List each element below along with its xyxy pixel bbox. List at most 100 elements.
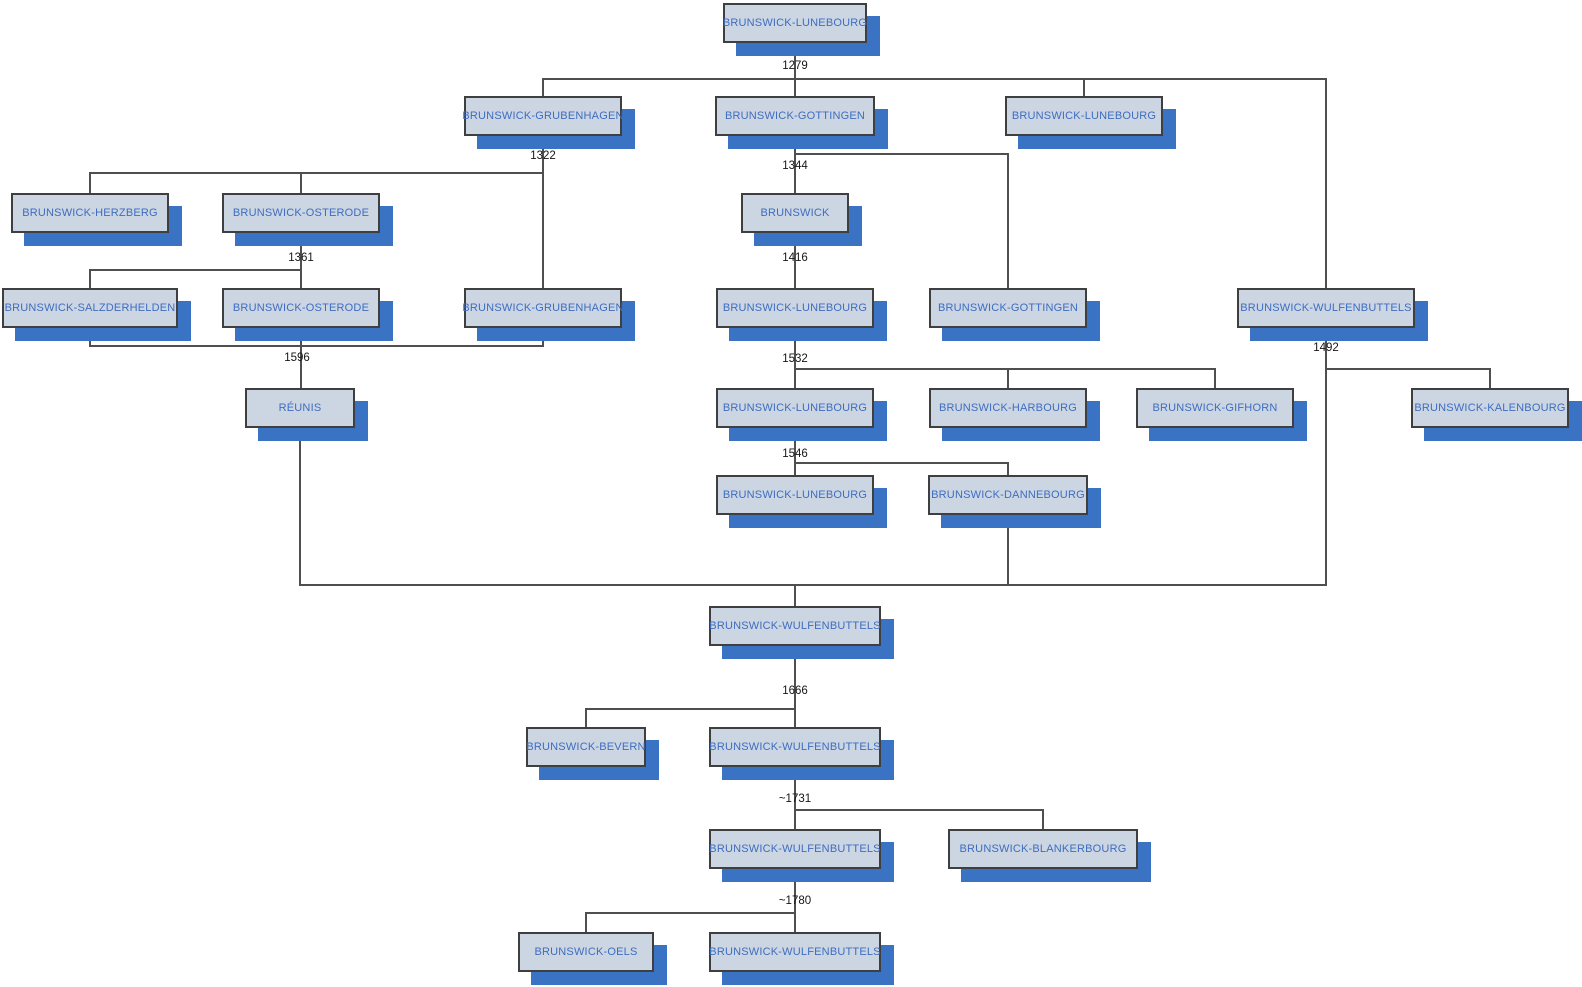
node-label: BRUNSWICK-LUNEBOURG [722, 302, 868, 314]
node-label: BRUNSWICK-OSTERODE [232, 302, 370, 314]
connector-line [542, 328, 544, 346]
connector-line [585, 708, 796, 710]
node-label: BRUNSWICK-LUNEBOURG [1011, 110, 1157, 122]
connector-line [585, 913, 587, 933]
connector-line [1083, 79, 1085, 96]
connector-line [300, 328, 302, 346]
connector-line [794, 810, 796, 829]
node-label: BRUNSWICK-LUNEBOURG [722, 17, 868, 29]
connector-line [794, 153, 1009, 155]
connector-line [299, 428, 301, 585]
connector-line [794, 233, 796, 288]
connector-line [794, 585, 796, 606]
connector-line [794, 767, 796, 810]
node-box-bevern-8[interactable]: BRUNSWICK-BEVERN [526, 727, 646, 767]
connector-line [1007, 154, 1009, 288]
connector-line [794, 369, 796, 388]
node-box-wulfenbuttels-8[interactable]: BRUNSWICK-WULFENBUTTELS [709, 727, 881, 767]
node-label: BRUNSWICK-DANNEBOURG [931, 489, 1085, 501]
node-label: BRUNSWICK-LUNEBOURG [722, 402, 868, 414]
connector-line [300, 173, 302, 193]
node-label: BRUNSWICK-WULFENBUTTELS [709, 741, 881, 753]
node-box-gifhorn-5[interactable]: BRUNSWICK-GIFHORN [1136, 388, 1294, 428]
connector-line [794, 428, 796, 463]
connector-line [89, 173, 91, 193]
node-box-lunebourg-6[interactable]: BRUNSWICK-LUNEBOURG [716, 475, 874, 515]
node-box-osterode-3[interactable]: BRUNSWICK-OSTERODE [222, 193, 380, 233]
node-label: BRUNSWICK-SALZDERHELDEN [4, 302, 176, 314]
connector-line [1325, 79, 1327, 288]
node-box-wulfenbuttels-9[interactable]: BRUNSWICK-WULFENBUTTELS [709, 829, 881, 869]
node-box-wulfenbuttels-7[interactable]: BRUNSWICK-WULFENBUTTELS [709, 606, 881, 646]
node-label: BRUNSWICK-WULFENBUTTELS [1240, 302, 1412, 314]
node-label: BRUNSWICK-GIFHORN [1152, 402, 1278, 414]
connector-line [89, 328, 91, 346]
connector-line [89, 270, 91, 288]
node-box-wulfenbuttels-4[interactable]: BRUNSWICK-WULFENBUTTELS [1237, 288, 1415, 328]
connector-line [794, 709, 796, 727]
connector-line [542, 173, 544, 288]
connector-line [794, 154, 796, 193]
connector-line [794, 328, 796, 369]
connector-line [300, 233, 302, 270]
node-label: BRUNSWICK [760, 207, 830, 219]
connector-line [585, 912, 796, 914]
connector-line [89, 172, 544, 174]
node-box-lunebourg-2[interactable]: BRUNSWICK-LUNEBOURG [1005, 96, 1163, 136]
node-label: BRUNSWICK-HERZBERG [22, 207, 158, 219]
node-box-kalenbourg-5[interactable]: BRUNSWICK-KALENBOURG [1411, 388, 1569, 428]
node-box-oels-10[interactable]: BRUNSWICK-OELS [518, 932, 654, 972]
node-box-dannebourg-6[interactable]: BRUNSWICK-DANNEBOURG [928, 475, 1088, 515]
node-box-osterode-4[interactable]: BRUNSWICK-OSTERODE [222, 288, 380, 328]
node-box-lunebourg-1[interactable]: BRUNSWICK-LUNEBOURG [723, 3, 867, 43]
node-label: BRUNSWICK-OELS [534, 946, 638, 958]
year-label: 1416 [782, 252, 808, 264]
year-label: 1596 [284, 352, 310, 364]
year-label: 1546 [782, 448, 808, 460]
node-box-grubenhagen-2[interactable]: BRUNSWICK-GRUBENHAGEN [462, 96, 623, 136]
year-label: ~1780 [778, 895, 812, 907]
year-label: 1532 [782, 353, 808, 365]
node-box-salzderhelden-4[interactable]: BRUNSWICK-SALZDERHELDEN [2, 288, 178, 328]
year-label: 1666 [782, 685, 808, 697]
connector-line [1325, 328, 1327, 585]
connector-line [542, 79, 544, 96]
node-label: BRUNSWICK-WULFENBUTTELS [709, 946, 881, 958]
node-box-gottingen-4[interactable]: BRUNSWICK-GOTTINGEN [929, 288, 1087, 328]
node-box-grubenhagen-4[interactable]: BRUNSWICK-GRUBENHAGEN [462, 288, 624, 328]
node-box-brunswick-3[interactable]: BRUNSWICK [741, 193, 849, 233]
connector-line [794, 462, 1009, 464]
node-label: BRUNSWICK-BLANKERBOURG [959, 843, 1127, 855]
connector-line [542, 78, 1327, 80]
year-label: 1361 [288, 252, 314, 264]
node-box-gottingen-2[interactable]: BRUNSWICK-GOTTINGEN [715, 96, 875, 136]
node-box-harbourg-5[interactable]: BRUNSWICK-HARBOURG [929, 388, 1087, 428]
connector-line [794, 79, 796, 96]
node-box-blankerbourg-9[interactable]: BRUNSWICK-BLANKERBOURG [948, 829, 1138, 869]
connector-line [585, 709, 587, 727]
connector-line [1007, 463, 1009, 475]
node-box-reunis-5[interactable]: RÉUNIS [245, 388, 355, 428]
connector-line [794, 809, 1044, 811]
node-box-lunebourg-5[interactable]: BRUNSWICK-LUNEBOURG [716, 388, 874, 428]
connector-line [794, 869, 796, 913]
node-label: RÉUNIS [278, 402, 322, 414]
connector-line [794, 913, 796, 933]
year-label: 1322 [530, 150, 556, 162]
node-box-lunebourg-4[interactable]: BRUNSWICK-LUNEBOURG [716, 288, 874, 328]
node-label: BRUNSWICK-GOTTINGEN [937, 302, 1079, 314]
node-label: BRUNSWICK-LUNEBOURG [722, 489, 868, 501]
node-box-herzberg-3[interactable]: BRUNSWICK-HERZBERG [11, 193, 169, 233]
connector-line [542, 136, 544, 173]
node-label: BRUNSWICK-GOTTINGEN [724, 110, 866, 122]
node-label: BRUNSWICK-GRUBENHAGEN [462, 302, 624, 314]
connector-line [1325, 368, 1491, 370]
node-label: BRUNSWICK-HARBOURG [938, 402, 1078, 414]
connector-line [89, 345, 544, 347]
connector-line [1007, 515, 1009, 585]
connector-line [794, 463, 796, 475]
node-box-wulfenbuttels-10[interactable]: BRUNSWICK-WULFENBUTTELS [709, 932, 881, 972]
connector-line [794, 646, 796, 709]
year-label: 1344 [782, 160, 808, 172]
